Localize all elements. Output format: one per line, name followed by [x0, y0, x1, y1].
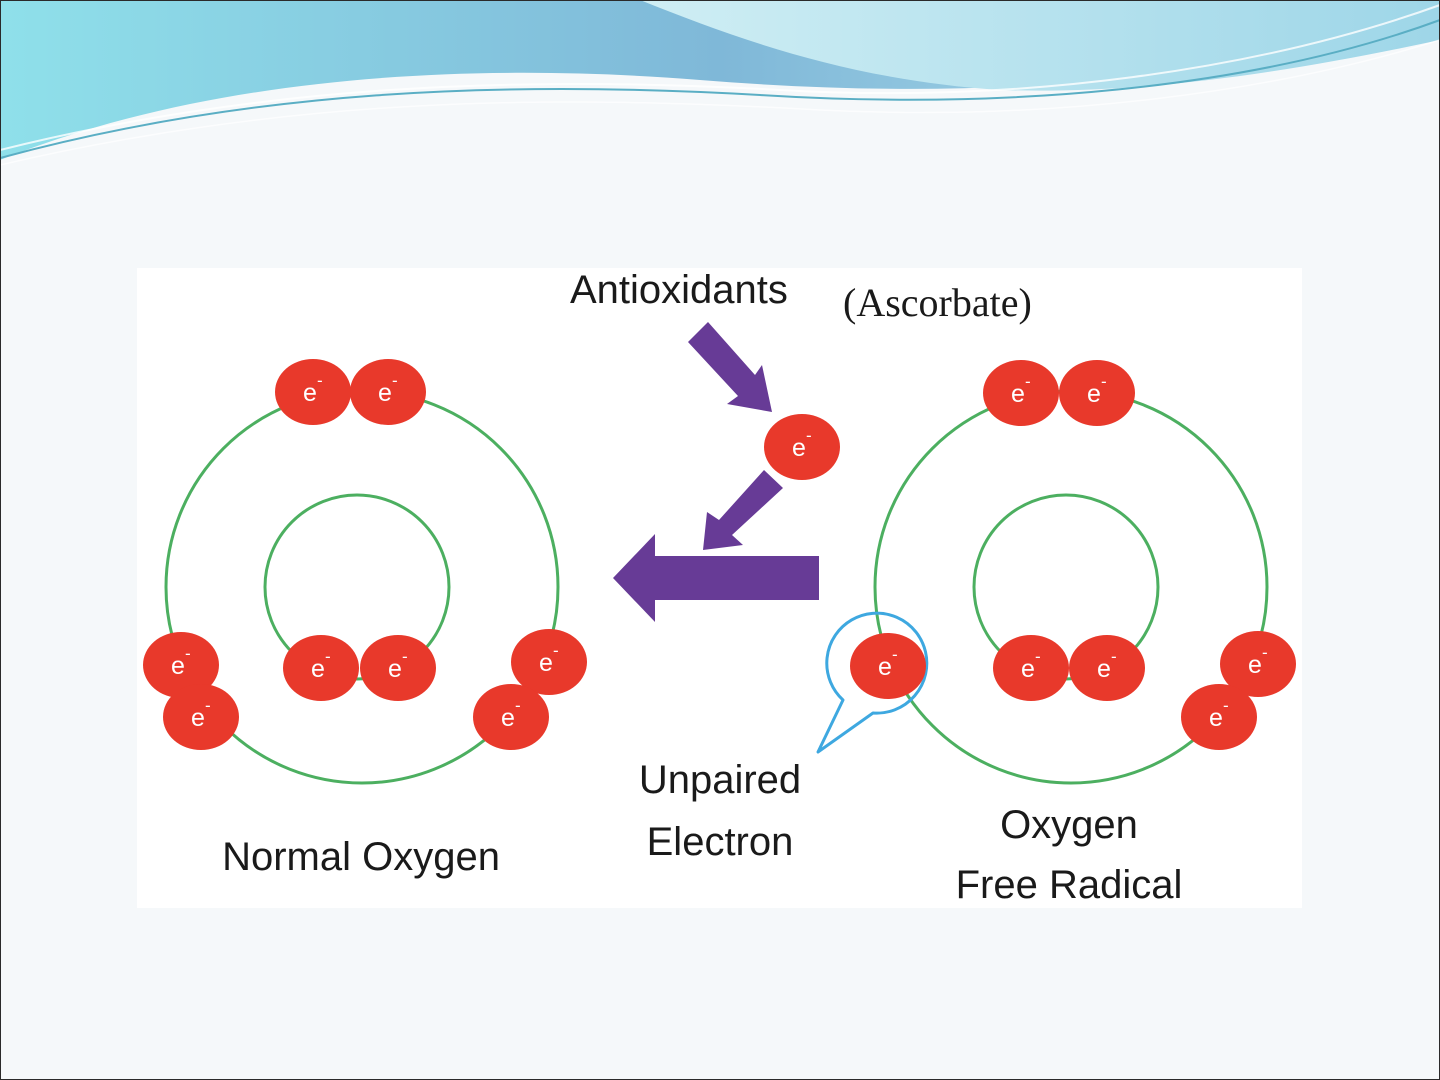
unpaired-callout — [816, 611, 929, 754]
antioxidant-electron: e- — [764, 414, 840, 480]
radical-label-line1: Oxygen — [1000, 803, 1138, 847]
electron-charge: - — [402, 647, 408, 666]
electron-circle — [473, 684, 549, 750]
normal-outer-electron: e- — [473, 684, 549, 750]
electron-charge: - — [515, 696, 521, 715]
electron-symbol: e — [1011, 380, 1025, 408]
electron-circle — [1059, 360, 1135, 426]
electron-circle — [1220, 631, 1296, 697]
electron-symbol: e — [378, 379, 392, 407]
electron-circle — [143, 632, 219, 698]
electron-charge: - — [892, 645, 898, 664]
electron-circle — [850, 633, 926, 699]
electron-symbol: e — [1097, 655, 1111, 683]
electron-symbol: e — [501, 704, 515, 732]
electron-charge: - — [205, 696, 211, 715]
electron-circle — [1181, 684, 1257, 750]
electron-symbol: e — [1087, 380, 1101, 408]
radical-unpaired-electron: e- — [850, 633, 926, 699]
normal-outer-electron: e- — [143, 632, 219, 698]
electron-symbol: e — [539, 649, 553, 677]
electron-symbol: e — [388, 655, 402, 683]
electron-circle — [350, 359, 426, 425]
normal-outer-electron: e- — [511, 629, 587, 695]
normal-oxygen-label: Normal Oxygen — [222, 835, 500, 879]
normal-inner-electron: e- — [283, 635, 359, 701]
normal-outer-electron: e- — [350, 359, 426, 425]
electron-symbol: e — [1209, 704, 1223, 732]
electron-symbol: e — [191, 704, 205, 732]
electron-charge: - — [806, 426, 812, 445]
electron-symbol: e — [1021, 655, 1035, 683]
electron-symbol: e — [792, 434, 806, 462]
electron-symbol: e — [311, 655, 325, 683]
normal-inner-orbit — [263, 493, 451, 681]
electron-charge: - — [1025, 372, 1031, 391]
electron-donation-arrow — [703, 470, 783, 550]
normal-inner-electron: e- — [360, 635, 436, 701]
big-left-arrow — [613, 534, 819, 622]
electron-circle — [163, 684, 239, 750]
electron-symbol: e — [878, 653, 892, 681]
radical-outer-electron: e- — [1181, 684, 1257, 750]
electron-symbol: e — [171, 652, 185, 680]
electron-circle — [283, 635, 359, 701]
radical-inner-electron: e- — [993, 635, 1069, 701]
electron-symbol: e — [1248, 651, 1262, 679]
electron-circle — [983, 360, 1059, 426]
electron-charge: - — [317, 371, 323, 390]
electron-circle — [764, 414, 840, 480]
electron-circle — [275, 359, 351, 425]
electron-charge: - — [1262, 643, 1268, 662]
electron-circle — [1069, 635, 1145, 701]
electron-charge: - — [1035, 647, 1041, 666]
normal-outer-electron: e- — [163, 684, 239, 750]
radical-label-line2: Free Radical — [956, 863, 1183, 907]
electron-symbol: e — [303, 379, 317, 407]
antioxidant-arrow — [688, 322, 772, 412]
unpaired-label-line2: Electron — [647, 820, 794, 864]
electron-charge: - — [1101, 372, 1107, 391]
electron-charge: - — [325, 647, 331, 666]
electron-charge: - — [1223, 696, 1229, 715]
electron-charge: - — [185, 644, 191, 663]
ascorbate-label: (Ascorbate) — [843, 280, 1032, 325]
electron-charge: - — [392, 371, 398, 390]
header-wave — [0, 0, 1440, 166]
normal-outer-electron: e- — [275, 359, 351, 425]
electron-circle — [993, 635, 1069, 701]
antioxidants-label: Antioxidants — [570, 268, 788, 312]
radical-outer-electron: e- — [1059, 360, 1135, 426]
electron-charge: - — [1111, 647, 1117, 666]
electron-charge: - — [553, 641, 559, 660]
unpaired-label-line1: Unpaired — [639, 758, 801, 802]
electron-circle — [360, 635, 436, 701]
radical-outer-electron: e- — [1220, 631, 1296, 697]
radical-inner-electron: e- — [1069, 635, 1145, 701]
electron-circle — [511, 629, 587, 695]
radical-outer-electron: e- — [983, 360, 1059, 426]
